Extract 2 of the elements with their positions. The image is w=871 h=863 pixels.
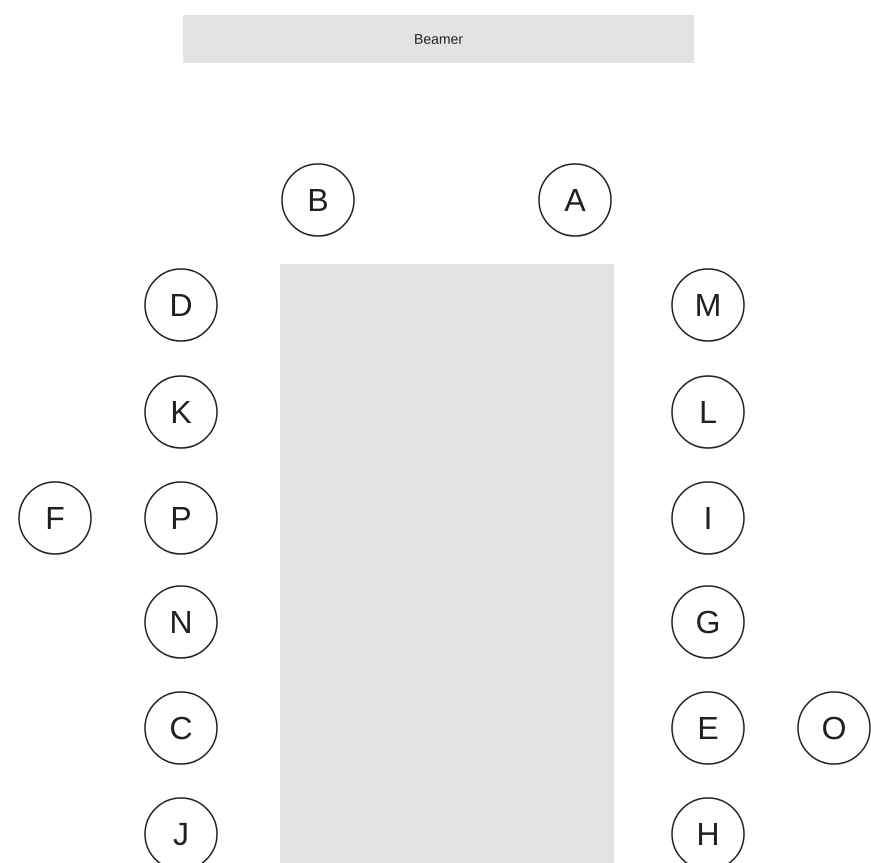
table-rectangle [280, 264, 614, 863]
projector-bar: Beamer [183, 15, 694, 63]
